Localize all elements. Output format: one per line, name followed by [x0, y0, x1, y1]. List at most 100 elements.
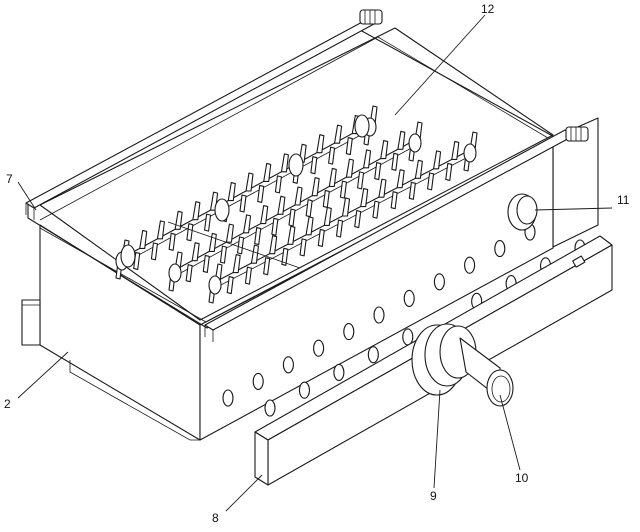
roller-tooth	[310, 156, 318, 175]
roller-tooth	[280, 153, 289, 173]
leader-lines	[17, 14, 613, 512]
crusher-roller-assembly	[115, 105, 478, 304]
rail-knob-front	[565, 126, 589, 142]
roller-tooth	[427, 172, 435, 191]
roller-tooth	[250, 244, 259, 264]
roller-tooth	[374, 162, 382, 181]
roller-tooth	[299, 238, 307, 257]
control-knob	[507, 193, 538, 231]
roller-tooth	[260, 205, 269, 225]
roller-tooth	[227, 182, 236, 202]
roller-tooth	[239, 194, 247, 213]
roller-bearing	[288, 153, 304, 177]
roller-tooth	[380, 140, 389, 160]
roller-tooth	[263, 162, 272, 182]
roller-tooth	[243, 214, 252, 234]
roller-tooth	[328, 146, 336, 165]
callout-labels: 7 2 8 9 10 11 12	[4, 2, 630, 525]
label-10: 10	[515, 471, 529, 485]
roller-tooth	[372, 200, 380, 219]
roller-tooth	[390, 191, 398, 210]
label-8: 8	[212, 511, 219, 525]
roller-tooth	[186, 223, 194, 242]
roller-tooth	[414, 159, 423, 179]
roller-tooth	[311, 177, 320, 197]
vent-hole	[464, 256, 476, 274]
gear-hub	[411, 323, 477, 396]
vent-hole	[494, 240, 506, 258]
roller-tooth	[254, 227, 262, 246]
vent-hole	[343, 323, 355, 341]
roller-tooth	[433, 150, 442, 170]
roller-tooth	[245, 172, 254, 192]
roller-tooth	[288, 208, 296, 227]
roller-tooth	[168, 232, 176, 251]
label-2: 2	[4, 397, 11, 411]
roller-tooth	[156, 220, 165, 240]
crusher-roller	[168, 121, 423, 292]
vent-hole	[252, 372, 264, 390]
roller-flange	[463, 143, 477, 163]
roller-tooth	[274, 175, 282, 194]
vent-hole	[298, 381, 310, 399]
roller-tooth	[363, 149, 372, 169]
roller-tooth	[263, 257, 271, 276]
roller-tooth	[451, 140, 460, 160]
roller-tooth	[445, 162, 453, 181]
roller-tooth	[269, 235, 278, 255]
roller-tooth	[341, 197, 351, 217]
vent-hole	[403, 289, 415, 307]
roller-tooth	[345, 158, 354, 178]
roller-tooth	[192, 201, 201, 221]
vent-hole	[402, 328, 414, 346]
label-12: 12	[481, 2, 495, 16]
roller-tooth	[357, 171, 365, 190]
label-11: 11	[617, 193, 630, 207]
roller-tooth	[317, 228, 325, 247]
roller-tooth	[139, 229, 148, 249]
vent-hole	[282, 356, 294, 374]
roller-tooth	[281, 247, 289, 266]
roller-tooth	[316, 134, 325, 154]
vent-hole	[433, 273, 445, 291]
vent-hole	[264, 399, 276, 417]
roller-tooth	[335, 219, 344, 238]
roller-flange	[408, 133, 422, 153]
roller-tooth	[257, 184, 265, 203]
roller-tooth	[185, 264, 193, 283]
crusher-roller	[208, 131, 478, 304]
roller-tooth	[277, 195, 286, 215]
vent-hole	[313, 339, 325, 357]
roller-flange	[168, 263, 182, 283]
roller-tooth	[328, 167, 337, 187]
roller-tooth	[408, 181, 416, 200]
roller-tooth	[287, 225, 296, 245]
side-tab	[21, 299, 41, 346]
label-7: 7	[6, 172, 13, 186]
roller-tooth	[323, 206, 332, 226]
roller-tooth	[232, 254, 241, 274]
roller-bearing	[214, 198, 230, 222]
roller-tooth	[391, 152, 399, 171]
roller-bearing	[120, 244, 136, 268]
roller-tooth	[150, 242, 158, 261]
roller-tooth	[378, 178, 387, 198]
roller-bearing	[354, 114, 370, 138]
roller-tooth	[305, 216, 314, 236]
roller-tooth	[191, 242, 200, 262]
roller-tooth	[345, 137, 353, 156]
roller-tooth	[204, 213, 212, 232]
roller-tooth	[334, 124, 343, 144]
roller-tooth	[360, 188, 369, 208]
roller-tooth	[354, 210, 362, 229]
vent-hole	[333, 363, 345, 381]
label-9: 9	[430, 489, 437, 503]
roller-tooth	[396, 169, 405, 189]
roller-tooth	[237, 236, 245, 255]
roller-tooth	[219, 245, 227, 264]
roller-flange	[208, 275, 222, 295]
roller-tooth	[202, 254, 210, 273]
vent-hole	[222, 389, 234, 407]
roller-tooth	[271, 217, 279, 236]
